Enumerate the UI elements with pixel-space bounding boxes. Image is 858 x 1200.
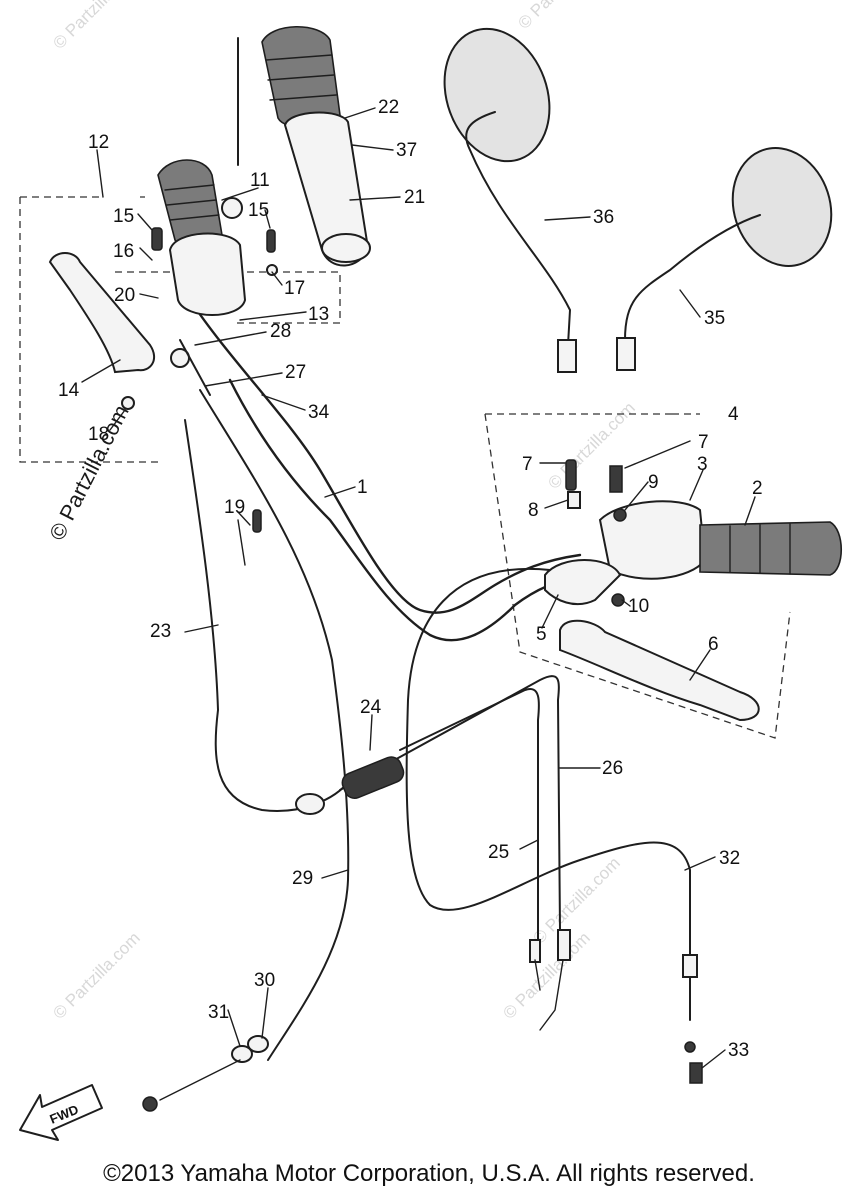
watermark: © Partzilla.com [544, 398, 638, 492]
callout-9: 9 [648, 472, 659, 493]
bolt [609, 465, 623, 493]
callout-14: 14 [58, 380, 80, 401]
side-watermark: © Partzilla.com [44, 401, 134, 544]
mirror-stem [465, 111, 571, 346]
callout-labels: 1 2 3 4 5 6 7 7 8 9 10 11 12 13 14 15 15… [58, 97, 763, 1061]
screw [151, 227, 163, 251]
watermark: © Partzilla.com [49, 0, 143, 53]
callout-1: 1 [357, 477, 368, 498]
callout-32: 32 [719, 848, 740, 869]
cable-26 [405, 567, 691, 1021]
callout-30: 30 [254, 970, 275, 991]
mirror-right [616, 147, 833, 371]
callout-37: 37 [396, 140, 417, 161]
throttle-grip [237, 25, 371, 267]
callout-25: 25 [488, 842, 509, 863]
callout-22: 22 [378, 97, 399, 118]
screw [266, 229, 276, 253]
bolt [565, 459, 577, 491]
callout-3: 3 [697, 454, 708, 475]
callout-35: 35 [704, 308, 725, 329]
callout-29: 29 [292, 868, 313, 889]
callout-18: 18 [88, 424, 109, 445]
cables [142, 389, 703, 1112]
right-assembly-box [484, 413, 791, 739]
callout-20: 20 [114, 285, 135, 306]
watermark: © Partzilla.com [49, 928, 143, 1022]
left-switch-housing [168, 232, 247, 316]
collar [567, 491, 581, 509]
callout-5: 5 [536, 624, 547, 645]
callout-19: 19 [224, 497, 245, 518]
nut [611, 593, 625, 607]
lever-bracket [544, 559, 622, 606]
callout-13: 13 [308, 304, 329, 325]
handlebar [188, 298, 582, 614]
parts-diagram: © Partzilla.com © Partzilla.com © Partzi… [19, 0, 842, 1141]
fwd-arrow: FWD [19, 1084, 103, 1141]
callout-24: 24 [360, 697, 382, 718]
callout-27: 27 [285, 362, 306, 383]
cable-end-33 [689, 1062, 703, 1084]
callout-33: 33 [728, 1040, 749, 1061]
nut [121, 396, 135, 410]
wire-lead [237, 519, 246, 566]
cable-24 [339, 675, 561, 931]
callout-10: 10 [628, 596, 649, 617]
callout-11: 11 [250, 170, 270, 191]
callout-7b: 7 [698, 432, 709, 453]
left-assembly-box [19, 196, 341, 463]
left-lever [48, 252, 156, 374]
callout-6: 6 [708, 634, 719, 655]
throttle-sleeve [283, 111, 370, 267]
right-lever [559, 619, 760, 722]
callout-17: 17 [284, 278, 305, 299]
callout-12: 12 [88, 132, 109, 153]
callout-7a: 7 [522, 454, 533, 475]
copyright-notice: ©2013 Yamaha Motor Corporation, U.S.A. A… [103, 1160, 755, 1187]
callout-28: 28 [270, 321, 291, 342]
callout-26: 26 [602, 758, 623, 779]
cable-29 [199, 389, 350, 1061]
callout-34: 34 [308, 402, 330, 423]
callout-2: 2 [752, 478, 763, 499]
leader-lines [81, 107, 756, 1069]
callout-4: 4 [728, 404, 739, 425]
switch-knob [221, 197, 243, 219]
left-switch-assembly [48, 159, 278, 566]
right-throttle-assembly [544, 459, 842, 722]
cable-24b [399, 688, 540, 941]
right-grip [699, 521, 842, 576]
washer [613, 508, 627, 522]
callout-36: 36 [593, 207, 614, 228]
callout-16: 16 [113, 241, 134, 262]
cable-junction [341, 756, 405, 800]
callout-31: 31 [208, 1002, 229, 1023]
handlebar-edge [228, 378, 592, 642]
washer [266, 264, 278, 276]
callout-21: 21 [404, 187, 425, 208]
mirror-stem [624, 214, 761, 341]
callout-15a: 15 [113, 206, 134, 227]
mirror-left [443, 27, 577, 373]
callout-8: 8 [528, 500, 539, 521]
watermark: © Partzilla.com [514, 0, 608, 33]
callout-15b: 15 [248, 200, 269, 221]
callout-23: 23 [150, 621, 171, 642]
